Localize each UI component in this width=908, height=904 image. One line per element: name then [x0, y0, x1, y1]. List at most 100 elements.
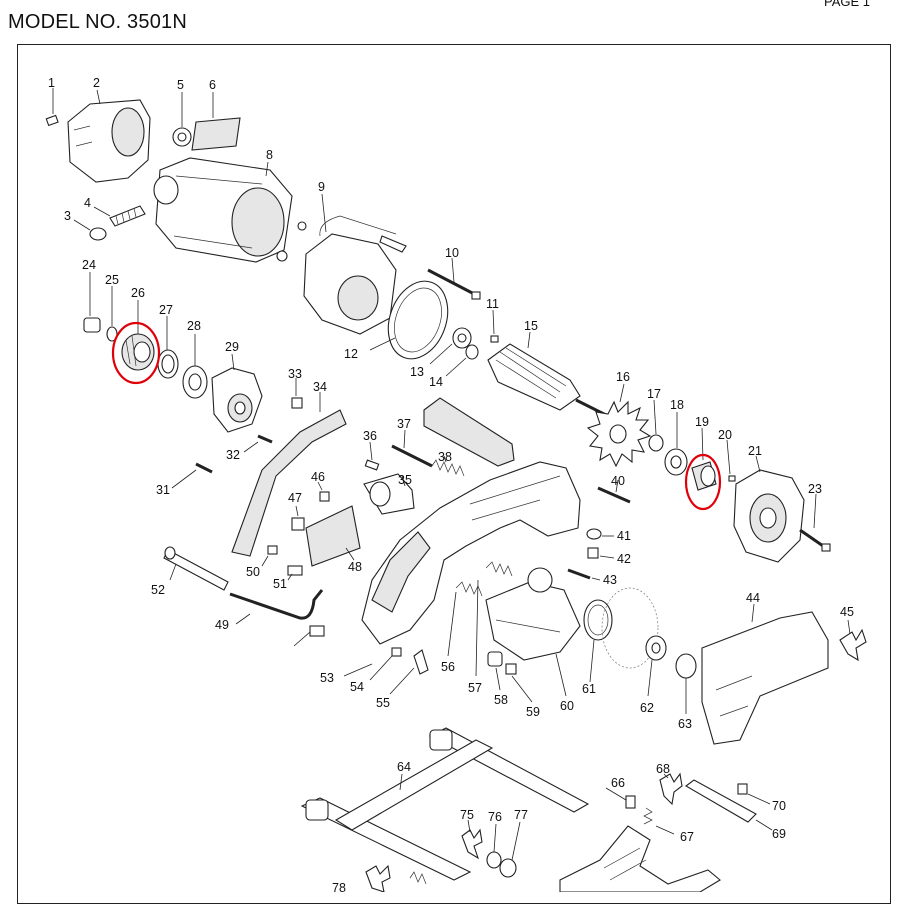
part-77-washer	[499, 821, 521, 878]
part-46-screw	[317, 481, 330, 502]
part-84-strain-relief	[293, 625, 325, 647]
part-label: 20	[718, 428, 732, 442]
part-48-switch	[305, 505, 361, 567]
part-label: 57	[468, 681, 482, 695]
part-label: 16	[616, 370, 630, 384]
part-label: 60	[560, 699, 574, 713]
part-label: 38	[438, 450, 452, 464]
part-label: 61	[582, 682, 596, 696]
part-24-cap	[83, 272, 101, 333]
part-61-ring	[583, 599, 613, 683]
part-label: 15	[524, 319, 538, 333]
part-76-washer	[486, 823, 502, 869]
part-5-washer	[172, 92, 192, 147]
part-18-bearing	[664, 412, 688, 476]
part-label: 52	[151, 583, 165, 597]
part-label: 54	[350, 680, 364, 694]
part-label: 51	[273, 577, 287, 591]
part-67-spring	[643, 807, 675, 835]
part-34-handle-grip	[231, 392, 347, 557]
part-label: 4	[84, 196, 91, 210]
part-handle-sleeve	[423, 397, 515, 467]
part-78-wing-bolt	[365, 864, 427, 892]
part-40-screw	[597, 479, 631, 504]
part-51-cord-clamp	[287, 565, 303, 581]
highlight-part-19	[684, 453, 722, 511]
part-29-bearing-box	[211, 353, 263, 433]
part-69-guide-plate	[685, 779, 773, 831]
part-38-spring	[431, 455, 465, 477]
part-43-screw	[567, 568, 601, 581]
part-saw-blade-outline	[601, 587, 659, 669]
part-label: 37	[397, 417, 411, 431]
part-41-washer	[586, 528, 614, 540]
part-32-screw	[243, 434, 273, 453]
part-label: 25	[105, 273, 119, 287]
part-35-switch-assembly	[363, 473, 415, 515]
part-8-motor-housing	[153, 157, 293, 263]
part-14-washer	[445, 344, 479, 377]
part-75-wing-bolt	[461, 819, 483, 860]
part-label: 27	[159, 303, 173, 317]
part-57-spring	[475, 561, 513, 677]
part-23-screw	[799, 493, 831, 552]
part-9-field-coil	[276, 193, 407, 335]
part-label: 9	[318, 180, 325, 194]
part-44-blade-guard	[701, 603, 829, 745]
part-label: 46	[311, 470, 325, 484]
part-1-screw	[45, 88, 59, 127]
part-label: 11	[486, 297, 499, 311]
part-label: 1	[48, 76, 55, 90]
part-36-pin	[364, 441, 380, 471]
highlight-part-26	[111, 321, 161, 385]
part-26-bearing-retainer	[121, 300, 155, 371]
part-label: 59	[526, 705, 540, 719]
part-label: 70	[772, 799, 786, 813]
part-label: 35	[398, 473, 412, 487]
part-58-collar	[487, 651, 503, 691]
part-54-screw	[369, 647, 402, 681]
part-70-screw	[737, 783, 771, 805]
part-label: 63	[678, 717, 692, 731]
part-label: 6	[209, 78, 216, 92]
part-20-pin	[726, 439, 736, 482]
part-label: 43	[603, 573, 617, 587]
part-label: 69	[772, 827, 786, 841]
part-63-nut	[675, 653, 697, 714]
part-21-gear-housing	[733, 455, 805, 563]
part-label: 50	[246, 565, 260, 579]
part-4-carbon-brush	[93, 205, 146, 227]
part-label: 8	[266, 148, 273, 162]
part-label: 48	[348, 560, 362, 574]
part-label: 41	[617, 529, 631, 543]
part-53-strain-relief	[343, 663, 373, 677]
part-label: 66	[611, 776, 625, 790]
part-label: 47	[288, 491, 302, 505]
part-47-switch-lever	[291, 505, 305, 531]
part-28-bearing	[182, 334, 208, 399]
part-17-washer	[648, 399, 664, 452]
part-label: 17	[647, 387, 661, 401]
part-label: 78	[332, 881, 346, 892]
part-label: 5	[177, 78, 184, 92]
part-label: 40	[611, 474, 625, 488]
part-25-ring	[106, 286, 118, 342]
part-6-label-plate	[191, 92, 241, 151]
page-label: PAGE 1	[824, 0, 871, 9]
part-label: 32	[226, 448, 240, 462]
part-label: 19	[695, 415, 709, 429]
part-60-lower-guard	[485, 567, 581, 697]
part-45-wing-bolt	[839, 619, 867, 662]
part-10-screw	[427, 257, 481, 300]
part-3-brush-cap	[73, 219, 107, 241]
main-housing-handle	[361, 461, 581, 645]
part-label: 34	[313, 380, 327, 394]
part-label: 55	[376, 696, 390, 710]
part-label: 3	[64, 209, 71, 223]
part-label: 56	[441, 660, 455, 674]
part-33-screw	[291, 378, 303, 409]
part-label: 77	[514, 808, 528, 822]
part-68-wing-bolt	[659, 772, 683, 806]
part-label: 58	[494, 693, 508, 707]
